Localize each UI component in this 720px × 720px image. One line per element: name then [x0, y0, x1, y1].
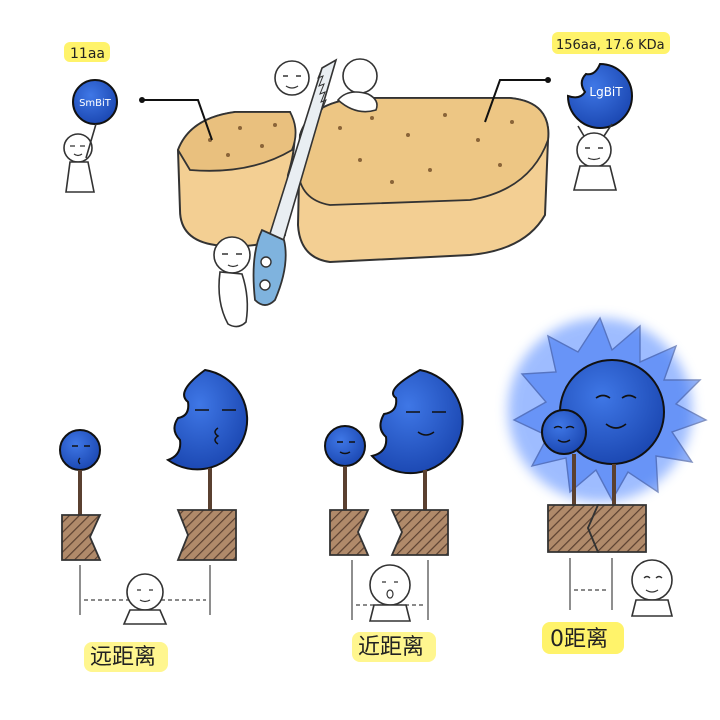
smbit-ball-near	[324, 425, 366, 467]
lgbit-ball-far	[165, 368, 249, 471]
lgbit-ball	[566, 62, 633, 129]
observer-figure-far	[122, 573, 168, 625]
smbit-callout: 11aa SmBiT	[63, 42, 118, 193]
lgbit-bread-piece	[296, 97, 550, 264]
panel-near	[324, 368, 464, 622]
lgbit-block-near	[390, 509, 449, 556]
smbit-size-highlight	[64, 42, 110, 62]
smbit-ball-zero	[541, 409, 587, 455]
lgbit-holder-figure	[572, 123, 618, 191]
panel-far	[59, 368, 249, 625]
panel-zero: 0距离	[508, 316, 708, 654]
lgbit-block-far	[176, 509, 237, 561]
distance-label-near: 近距离	[358, 635, 424, 660]
worker-figure-bottom	[213, 236, 251, 328]
worker-figure-top-left	[274, 60, 310, 96]
smbit-size-label: 11aa	[70, 46, 105, 62]
lgbit-size-label: 156aa, 17.6 KDa	[556, 38, 665, 53]
distance-label-far: 远距离	[90, 645, 156, 670]
near-distance-highlight	[352, 632, 436, 662]
smbit-name: SmBiT	[79, 98, 112, 109]
lgbit-size-highlight	[552, 32, 670, 54]
saw-icon	[252, 58, 338, 306]
smbit-block-near	[329, 509, 370, 556]
lgbit-block-zero	[587, 504, 647, 553]
smbit-leader-line	[142, 99, 213, 141]
lgbit-callout: 156aa, 17.6 KDa LgBiT	[552, 32, 670, 191]
lgbit-ball-near	[370, 368, 464, 475]
bread-split-scene	[139, 58, 551, 328]
smbit-block-far	[61, 514, 102, 561]
smbit-ball	[72, 79, 118, 125]
worker-figure-top-right	[336, 58, 378, 113]
distance-label-zero: 0距离	[550, 627, 608, 652]
far-distance-highlight	[84, 642, 168, 672]
observer-figure-near	[368, 564, 412, 622]
lgbit-name: LgBiT	[589, 85, 623, 99]
lgbit-leader-line	[484, 79, 548, 123]
smbit-holder-figure	[63, 123, 97, 193]
observer-figure-zero	[630, 559, 674, 617]
zero-distance-highlight	[542, 622, 624, 654]
